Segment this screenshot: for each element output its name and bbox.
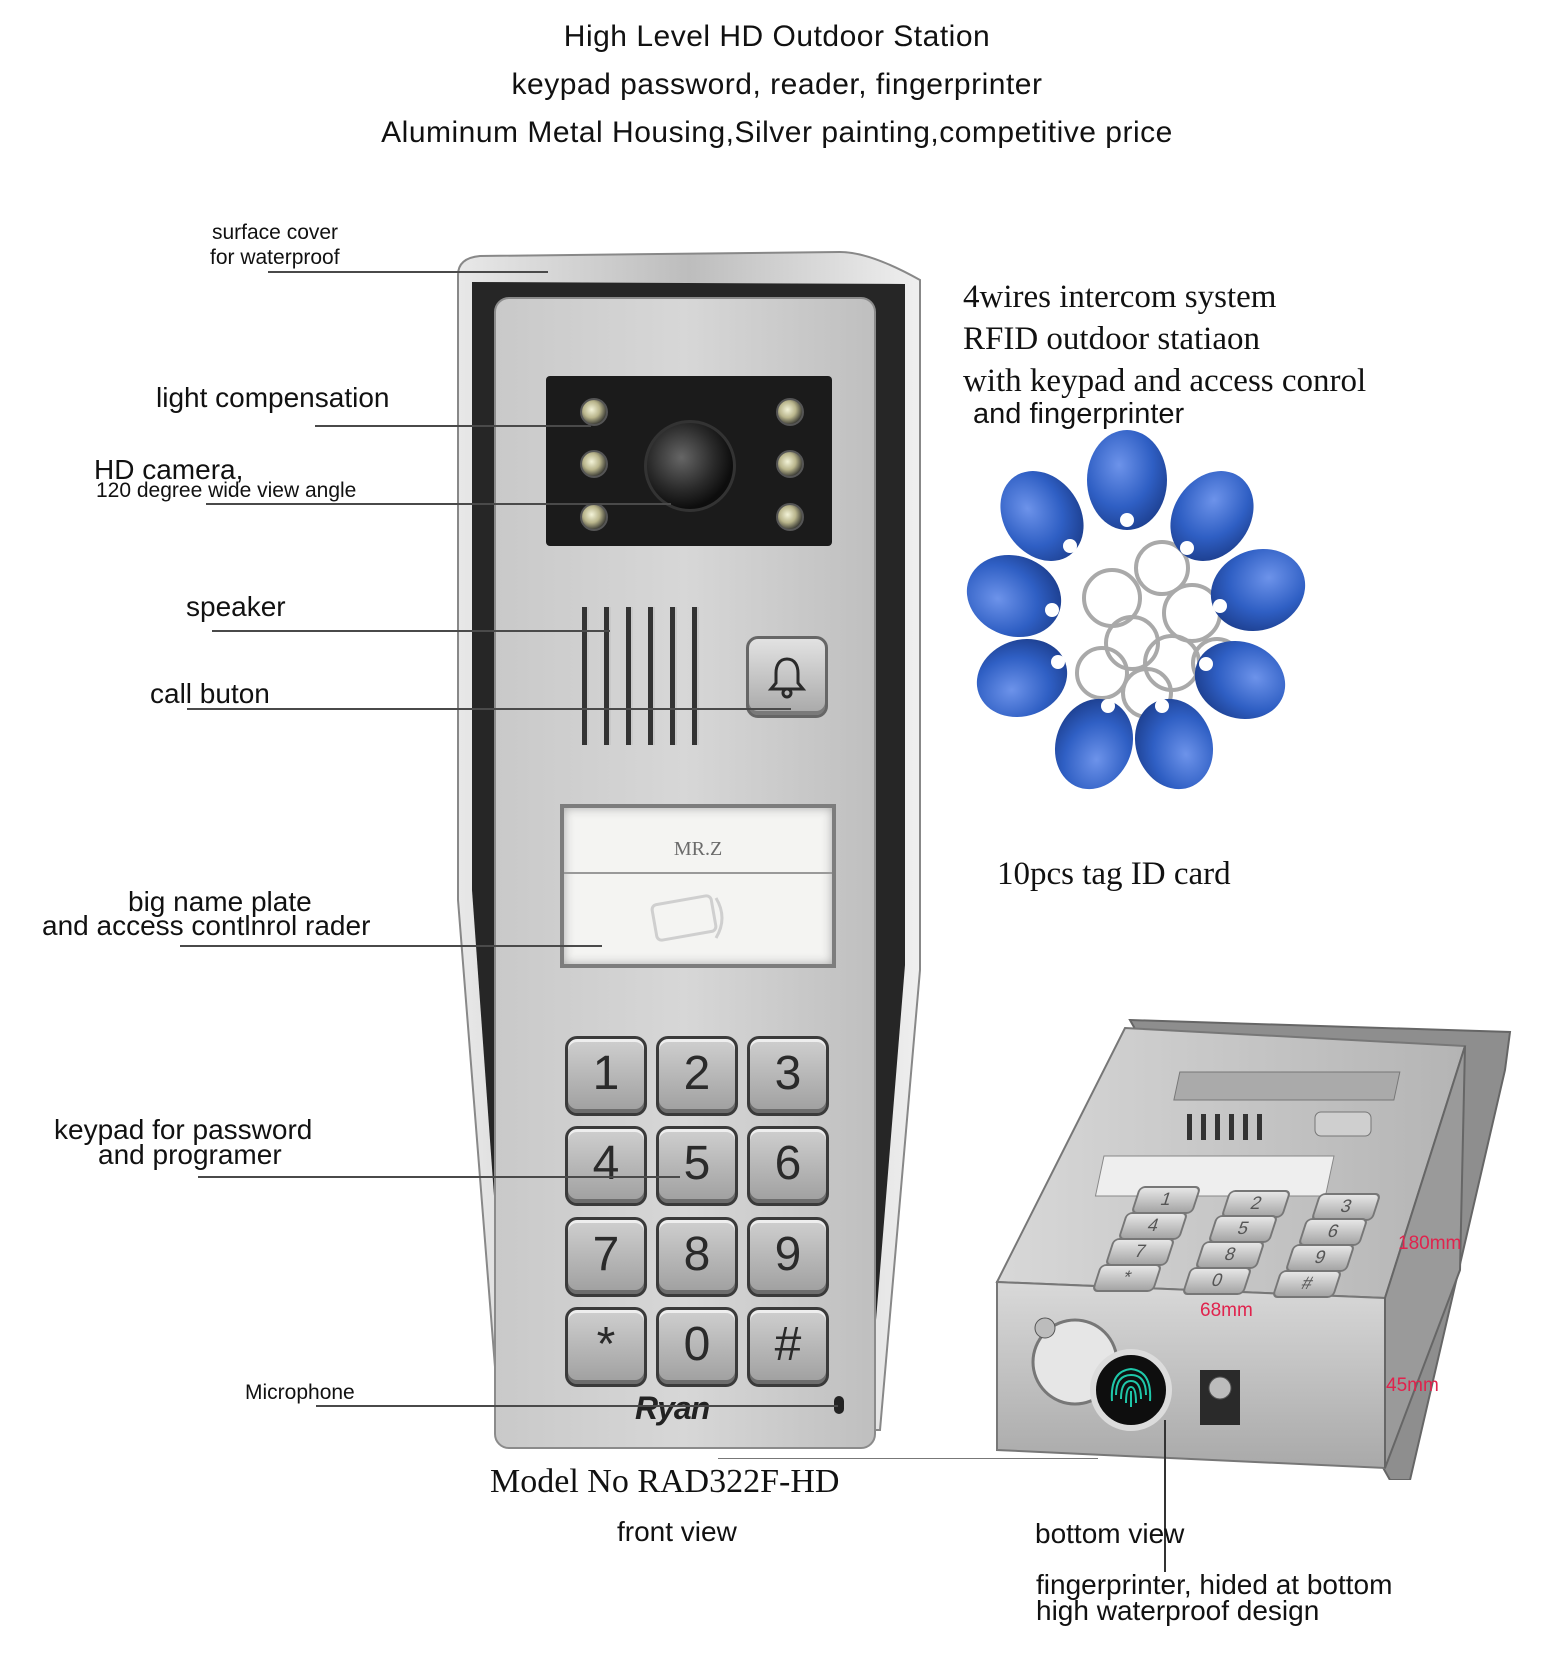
bottom-view-label: bottom view <box>1035 1518 1185 1549</box>
key-2[interactable]: 2 <box>656 1036 738 1116</box>
callout-microphone: Microphone <box>245 1381 355 1404</box>
key-5[interactable]: 5 <box>656 1126 738 1206</box>
callout-speaker: speaker <box>186 591 286 622</box>
model-number: Model No RAD322F-HD <box>490 1463 840 1500</box>
header-line-1: High Level HD Outdoor Station <box>563 20 991 53</box>
mini-key-0: 0 <box>1181 1267 1253 1295</box>
speaker-slot <box>692 607 697 745</box>
feature-line-3: with keypad and access conrol <box>963 363 1367 399</box>
ir-led-icon <box>776 398 804 426</box>
speaker-slot <box>582 607 587 745</box>
leader-line <box>206 503 671 505</box>
front-view-label: front view <box>617 1516 737 1547</box>
ir-led-icon <box>776 503 804 531</box>
speaker-slot <box>604 607 609 745</box>
rfid-tag-icon <box>966 430 1306 790</box>
speaker-slot <box>670 607 675 745</box>
callout-name-plate-2: and access contlnrol rader <box>42 910 371 941</box>
leader-line <box>316 1405 838 1407</box>
callout-name-plate-1: big name plate <box>128 886 312 917</box>
callout-keypad-2: and programer <box>98 1139 282 1170</box>
mini-key-5: 5 <box>1207 1215 1279 1243</box>
leader-line <box>315 425 591 427</box>
mini-key-9: 9 <box>1284 1244 1356 1272</box>
ir-led-icon <box>580 450 608 478</box>
bottom-note-1: fingerprinter, hided at bottom <box>1036 1569 1393 1600</box>
callout-call-button: call buton <box>150 678 270 709</box>
key-4[interactable]: 4 <box>565 1126 647 1206</box>
mini-key-star: * <box>1091 1264 1163 1292</box>
key-1[interactable]: 1 <box>565 1036 647 1116</box>
callout-keypad-1: keypad for password <box>54 1114 313 1145</box>
name-plate-text: MR.Z <box>673 838 723 860</box>
leader-line <box>198 1176 680 1178</box>
leader-line <box>180 945 602 947</box>
rfid-tags-image <box>966 430 1306 790</box>
key-7[interactable]: 7 <box>565 1217 647 1297</box>
call-button[interactable] <box>746 636 828 718</box>
tags-caption: 10pcs tag ID card <box>997 856 1231 892</box>
ir-led-icon <box>580 398 608 426</box>
dimension-depth: 180mm <box>1398 1233 1462 1254</box>
key-6[interactable]: 6 <box>747 1126 829 1206</box>
speaker-slot <box>626 607 631 745</box>
bottom-note-2: high waterproof design <box>1036 1595 1320 1626</box>
callout-surface-cover-2: for waterproof <box>210 246 340 269</box>
header-line-3: Aluminum Metal Housing,Silver painting,c… <box>381 116 1173 149</box>
callout-hd-camera: HD camera, <box>94 454 244 485</box>
ir-led-icon <box>776 450 804 478</box>
callout-hd-camera-sub: 120 degree wide view angle <box>96 479 357 502</box>
bell-icon <box>767 657 807 699</box>
microphone-hole <box>834 1396 844 1414</box>
key-star[interactable]: * <box>565 1307 647 1387</box>
ir-led-icon <box>580 503 608 531</box>
key-0[interactable]: 0 <box>656 1307 738 1387</box>
feature-line-2: RFID outdoor statiaon <box>963 321 1260 357</box>
feature-line-4: and fingerprinter <box>973 398 1185 430</box>
key-3[interactable]: 3 <box>747 1036 829 1116</box>
header-line-2: keypad password, reader, fingerprinter <box>511 68 1043 101</box>
fingerprint-icon <box>1110 1367 1152 1407</box>
mini-key-3: 3 <box>1310 1193 1382 1221</box>
speaker-slot <box>648 607 653 745</box>
mini-key-2: 2 <box>1220 1190 1292 1218</box>
key-8[interactable]: 8 <box>656 1217 738 1297</box>
mini-key-1: 1 <box>1130 1186 1202 1214</box>
name-plate: MR.Z <box>560 804 836 968</box>
callout-surface-cover-1: surface cover <box>212 221 339 244</box>
fingerprint-sensor[interactable] <box>1090 1349 1172 1431</box>
dimension-height: 45mm <box>1386 1375 1439 1396</box>
mini-key-4: 4 <box>1117 1212 1189 1240</box>
leader-line <box>212 630 610 632</box>
key-9[interactable]: 9 <box>747 1217 829 1297</box>
card-reader-icon <box>650 894 724 942</box>
brand-logo: Ryan <box>635 1390 710 1426</box>
feature-line-1: 4wires intercom system <box>963 279 1277 315</box>
leader-line <box>187 708 791 710</box>
dimension-width: 68mm <box>1200 1300 1253 1321</box>
callout-light-compensation: light compensation <box>156 382 390 413</box>
mini-key-7: 7 <box>1104 1238 1176 1266</box>
name-plate-divider <box>564 872 832 874</box>
key-hash[interactable]: # <box>747 1307 829 1387</box>
leader-line <box>1164 1420 1166 1572</box>
mini-key-6: 6 <box>1297 1218 1369 1246</box>
leader-line <box>268 271 548 273</box>
camera-lens-icon <box>644 420 736 512</box>
leader-line <box>718 1458 1098 1459</box>
mini-key-hash: # <box>1271 1270 1343 1298</box>
mini-key-8: 8 <box>1194 1241 1266 1269</box>
